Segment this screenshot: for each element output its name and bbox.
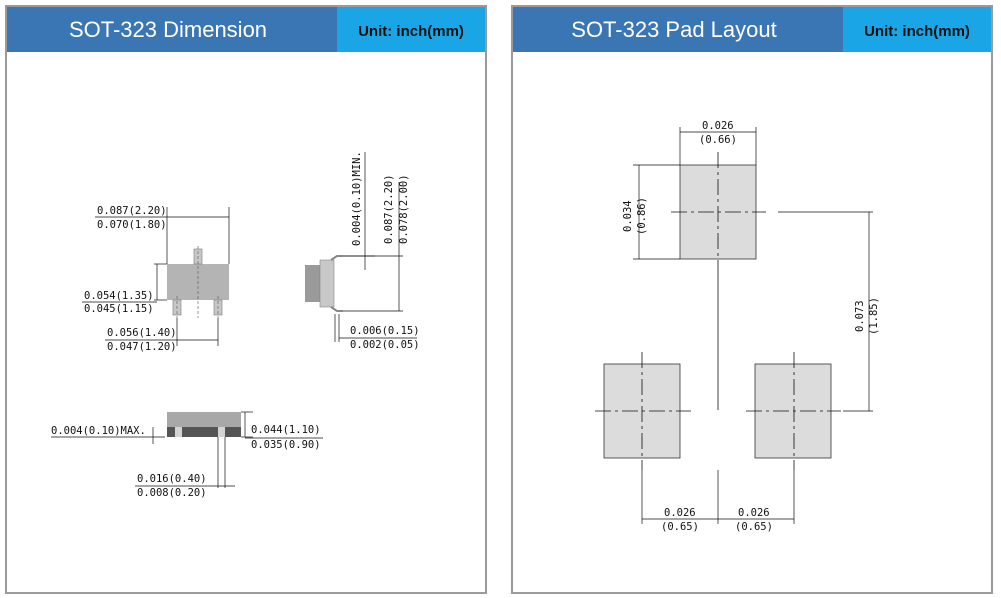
dim-pitch-min: 0.047(1.20) (107, 341, 177, 353)
side-view: 0.004(0.10)MIN. 0.087(2.20) 0.078(2.00) … (305, 151, 420, 351)
pad-layout-header: SOT-323 Pad Layout Unit: inch(mm) (513, 7, 991, 52)
dim-pad-w-in: 0.026 (702, 120, 734, 132)
dim-pad-h-in: 0.034 (622, 200, 634, 232)
dim-width-max: 0.087(2.20) (97, 205, 167, 217)
dim-total-h-max: 0.044(1.10) (251, 424, 321, 436)
dim-body-max: 0.054(1.35) (84, 290, 154, 302)
dim-body-min: 0.045(1.15) (84, 303, 154, 315)
dim-lead-thk-max: 0.006(0.15) (350, 325, 420, 337)
dimension-panel: SOT-323 Dimension Unit: inch(mm) 0.087(2… (5, 5, 487, 594)
dim-height-max: 0.087(2.20) (383, 174, 395, 244)
dim-lead-min: 0.004(0.10)MIN. (351, 151, 363, 246)
dim-pitch1-in: 0.026 (664, 507, 696, 519)
dim-row-sp-in: 0.073 (854, 300, 866, 332)
front-view: 0.004(0.10)MAX. 0.044(1.10) 0.035(0.90) … (51, 411, 323, 499)
lead-front-left (175, 427, 182, 437)
pad-layout-unit-label: Unit: inch(mm) (843, 7, 991, 52)
top-view: 0.087(2.20) 0.070(1.80) 0.054(1.35) 0.04… (82, 205, 230, 353)
pad-layout-panel: SOT-323 Pad Layout Unit: inch(mm) 0.026 … (511, 5, 993, 594)
dim-pitch2-in: 0.026 (738, 507, 770, 519)
dimension-header: SOT-323 Dimension Unit: inch(mm) (7, 7, 485, 52)
lead-front-right (218, 427, 225, 437)
dim-pitch1-mm: (0.65) (661, 521, 699, 533)
package-body-front (167, 412, 241, 430)
dim-lead-thk-min: 0.002(0.05) (350, 339, 420, 351)
pad-layout-drawing: 0.026 (0.66) 0.034 (0.86) 0.073 (1.85) 0… (595, 120, 880, 533)
dim-height-min: 0.078(2.00) (398, 174, 410, 244)
dim-pitch2-mm: (0.65) (735, 521, 773, 533)
dimension-unit-label: Unit: inch(mm) (337, 7, 485, 52)
package-base-front (167, 427, 241, 437)
dimension-title: SOT-323 Dimension (68, 17, 268, 42)
dim-pitch-max: 0.056(1.40) (107, 327, 177, 339)
pad-layout-title: SOT-323 Pad Layout (571, 17, 777, 42)
dim-pad-w-mm: (0.66) (699, 134, 737, 146)
dim-row-sp-mm: (1.85) (868, 297, 880, 335)
dim-total-h-min: 0.035(0.90) (251, 439, 321, 451)
dim-width-min: 0.070(1.80) (97, 219, 167, 231)
dim-lead-w-max: 0.016(0.40) (137, 473, 207, 485)
dim-standoff: 0.004(0.10)MAX. (51, 425, 146, 437)
dimension-drawing: 0.087(2.20) 0.070(1.80) 0.054(1.35) 0.04… (51, 151, 420, 499)
dim-pad-h-mm: (0.86) (636, 197, 648, 235)
dim-lead-w-min: 0.008(0.20) (137, 487, 207, 499)
